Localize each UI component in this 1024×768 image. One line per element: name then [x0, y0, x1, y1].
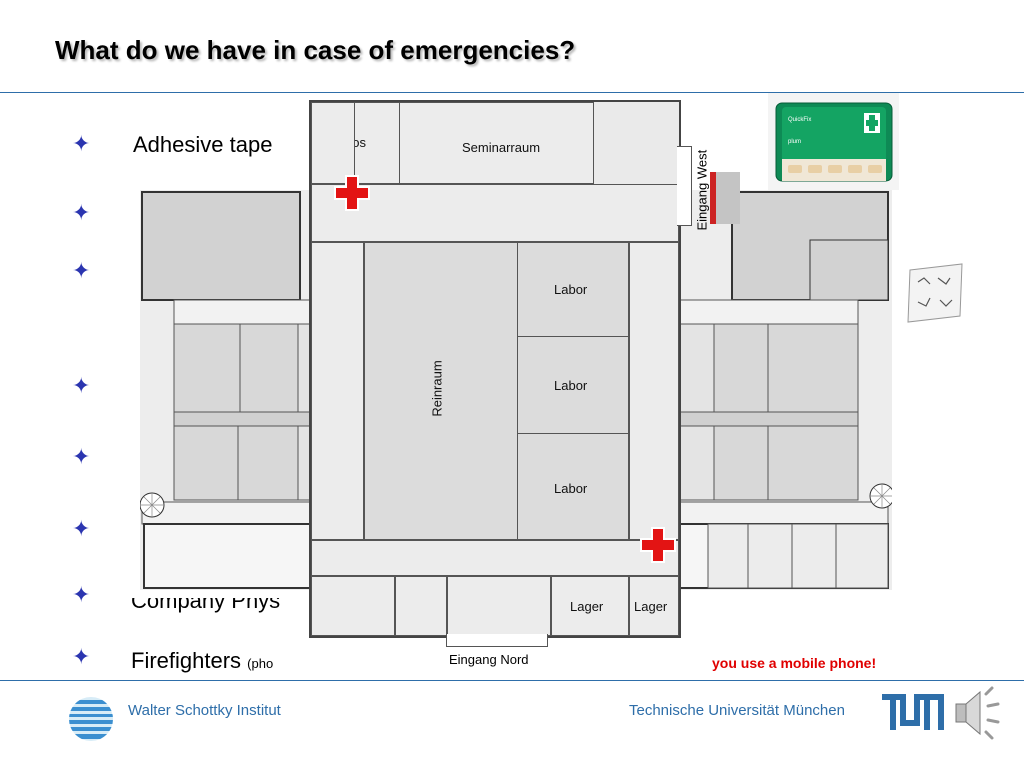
label-labor-1: Labor — [554, 282, 588, 297]
bullet-text-company-physician: Company Phys — [131, 588, 281, 613]
page-title: What do we have in case of emergencies? — [55, 35, 576, 65]
bullet-star-icon: ✦ — [72, 201, 91, 226]
red-cross-icon — [640, 527, 676, 563]
bullet-star-icon: ✦ — [72, 445, 91, 470]
room-bottom-1 — [311, 576, 395, 636]
wsi-logo-icon — [66, 696, 116, 747]
red-cross-icon — [334, 175, 370, 211]
room-bottom-2 — [395, 576, 447, 636]
mobile-phone-note: you use a mobile phone! — [712, 655, 877, 671]
first-aid-pamphlet-image — [904, 262, 964, 326]
label-eingang-west: Eingang West — [694, 149, 710, 231]
bullet-text-adhesive-tape: Adhesive tape — [133, 132, 273, 157]
room-labor-1: Labor — [517, 242, 629, 337]
label-lager-1: Lager — [570, 599, 604, 614]
label-labor-3: Labor — [554, 481, 588, 496]
small-red-strip-image — [710, 172, 740, 224]
bullet-star-icon: ✦ — [72, 259, 91, 284]
title-divider — [0, 92, 1024, 93]
entrance-west — [677, 146, 692, 226]
room-lager-1: Lager — [551, 576, 629, 636]
room-labor-2: Labor — [517, 336, 629, 434]
label-reinraum: Reinraum — [429, 360, 445, 417]
tum-logo — [882, 690, 944, 739]
firefighters-label: Firefighters (pho — [131, 648, 273, 674]
corridor-bottom — [311, 540, 679, 576]
firefighters-text: Firefighters — [131, 648, 242, 673]
room-lager-2: Lager — [629, 576, 679, 636]
corridor-left — [311, 242, 364, 540]
firefighters-phone: (pho — [247, 656, 274, 671]
room-bottom-3 — [447, 576, 551, 636]
kit-brand: QuickFix — [788, 117, 811, 123]
kit-sub: plum — [788, 139, 801, 145]
bullet-star-icon: ✦ — [72, 583, 91, 608]
label-eingang-nord: Eingang Nord — [447, 652, 531, 667]
bullet-star-icon: ✦ — [72, 374, 91, 399]
room-reinraum: Reinraum — [364, 242, 518, 540]
bullet-star-icon: ✦ — [72, 645, 91, 670]
label-seminarraum: Seminarraum — [462, 140, 541, 155]
bullet-star-icon: ✦ — [72, 517, 91, 542]
floor-plan: Büros Seminarraum Reinraum Labor Labor L… — [309, 100, 681, 638]
room-small-top — [311, 102, 355, 184]
bullet-star-icon: ✦ — [72, 132, 91, 157]
label-labor-2: Labor — [554, 378, 588, 393]
first-aid-kit-image: QuickFix plum — [768, 93, 899, 190]
label-lager-2: Lager — [634, 599, 668, 614]
footer-divider — [0, 680, 1024, 681]
room-seminarraum: Seminarraum — [399, 102, 594, 184]
entrance-north — [446, 634, 548, 647]
footer-university: Technische Universität München — [629, 702, 845, 719]
speaker-icon[interactable] — [942, 680, 1004, 751]
corridor-right — [629, 242, 679, 540]
footer-institute: Walter Schottky Institut — [128, 702, 281, 719]
room-labor-3: Labor — [517, 433, 629, 540]
